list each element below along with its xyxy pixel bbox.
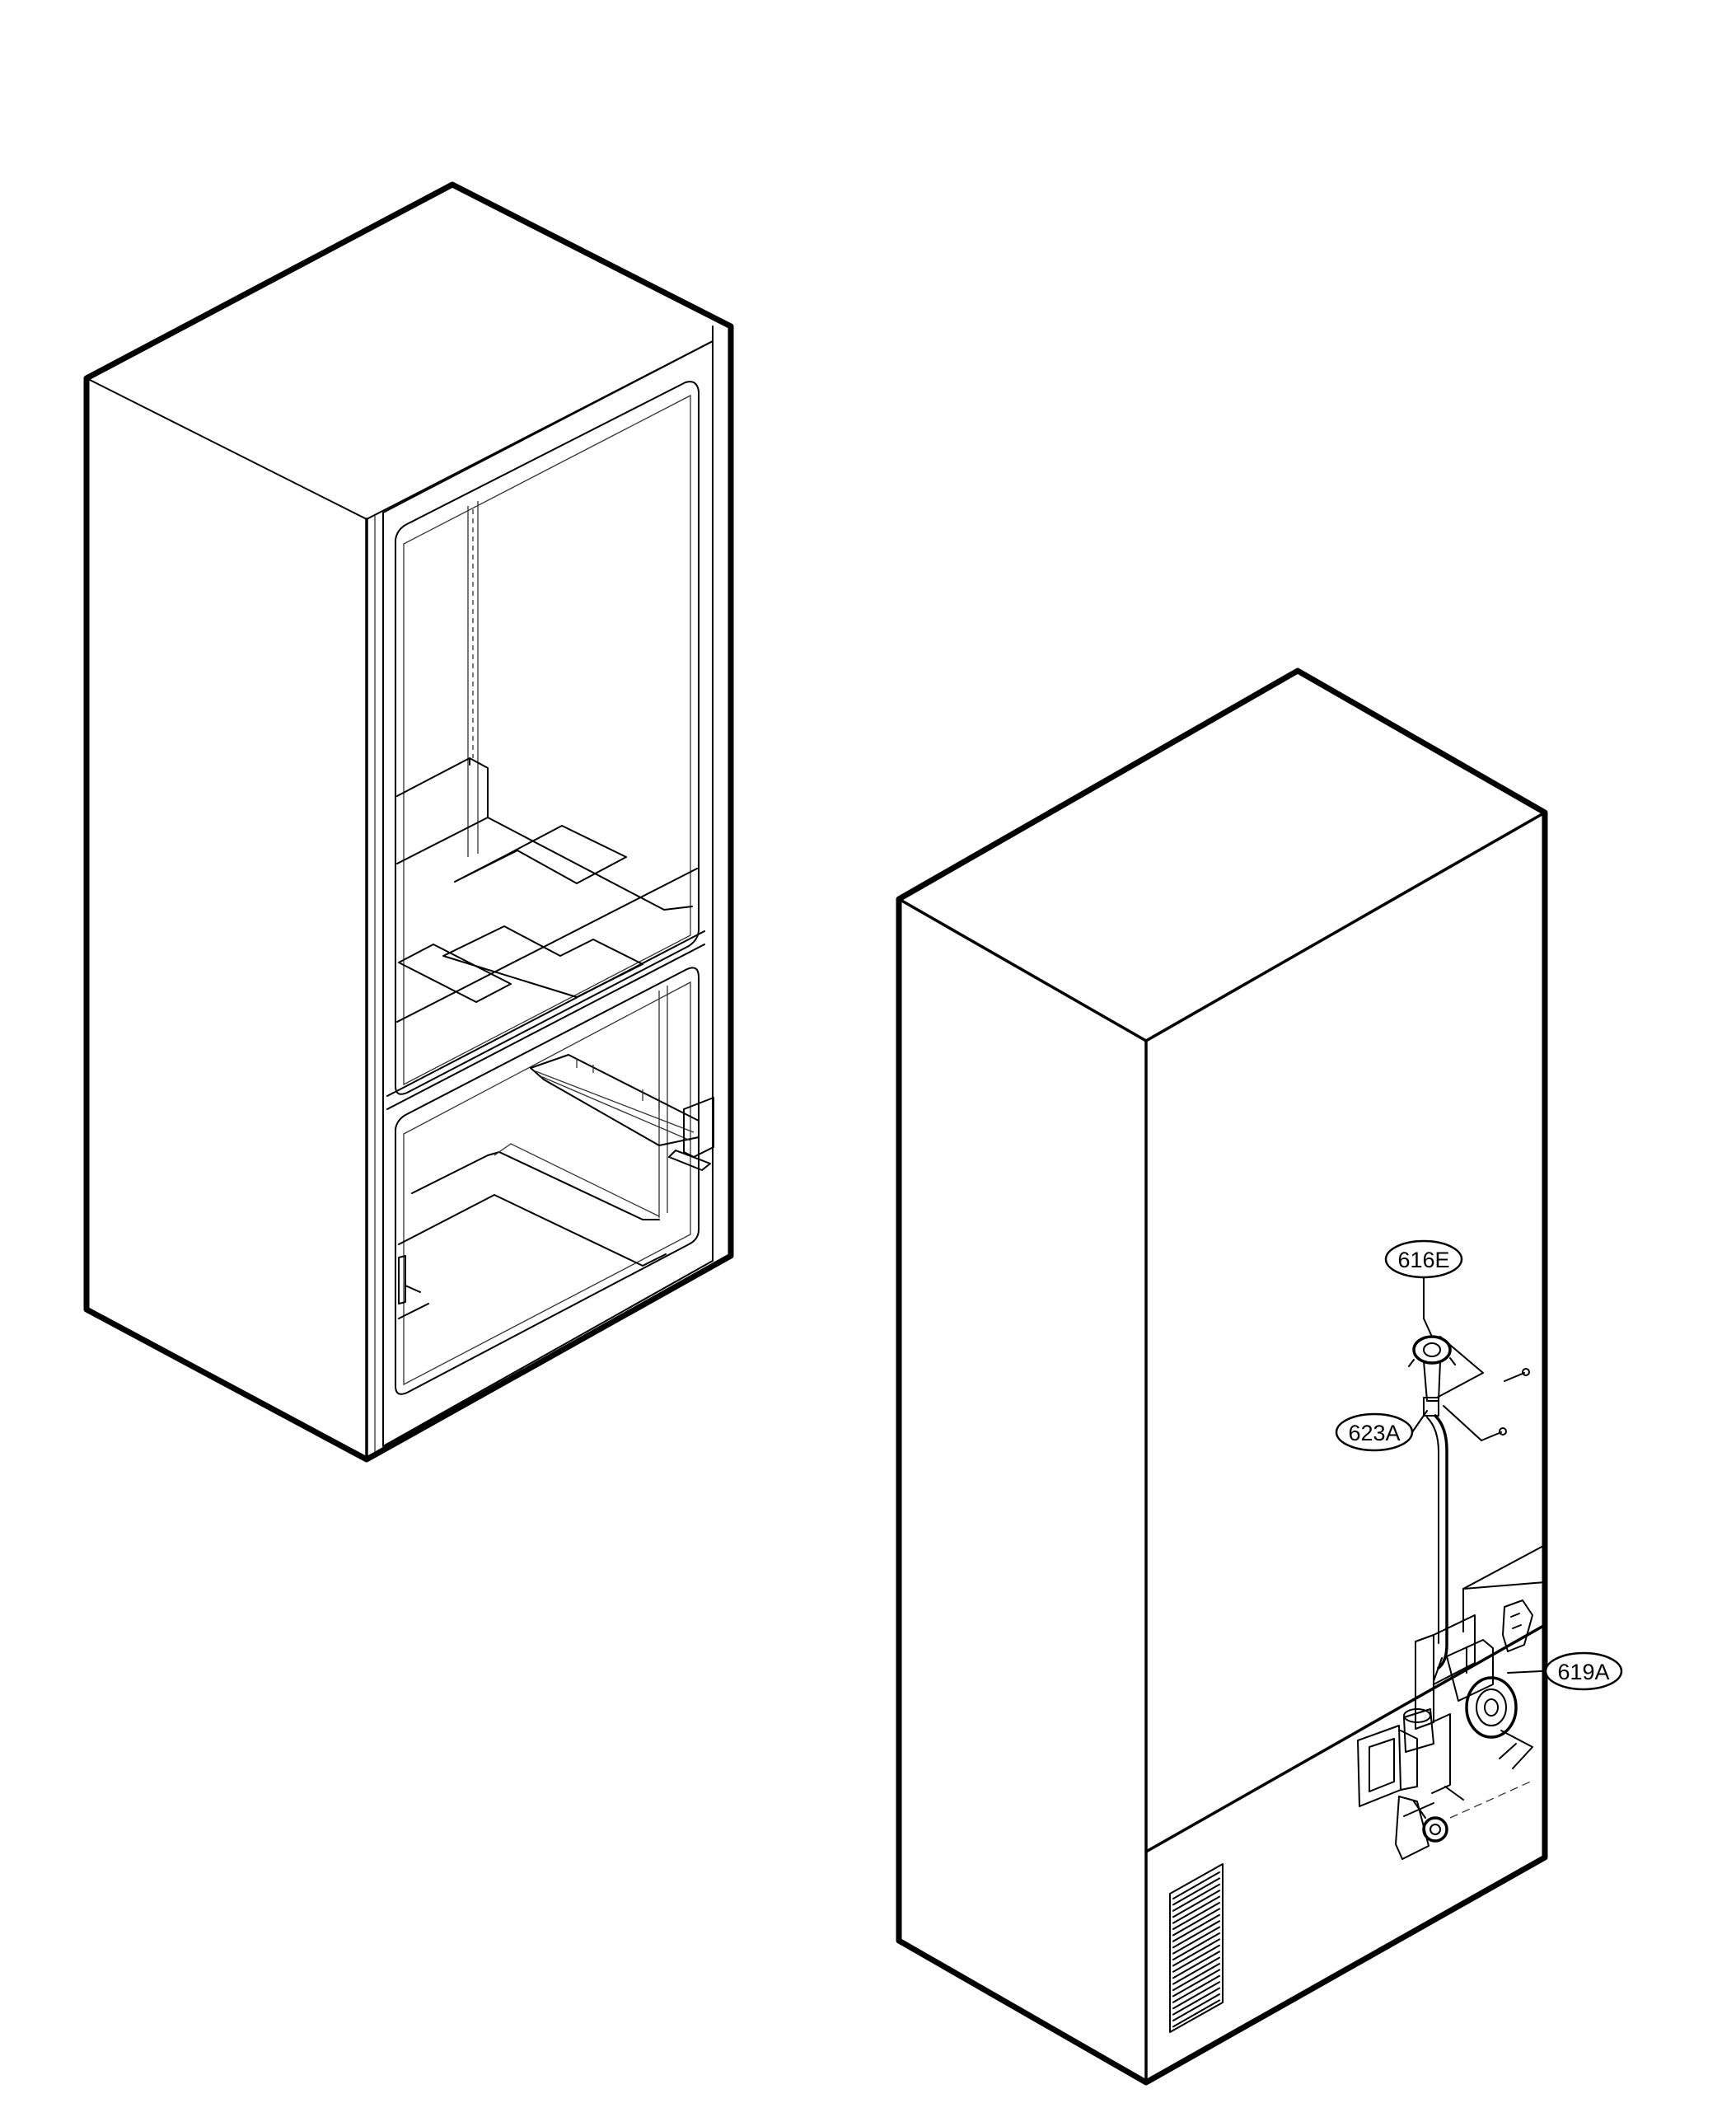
vent-slat	[1172, 1944, 1220, 1973]
callout-623A-text: 623A	[1348, 1421, 1400, 1445]
callout-619A-text: 619A	[1557, 1660, 1609, 1684]
vent-slat	[1172, 1932, 1220, 1960]
compartment-divider	[386, 930, 705, 1110]
fresh-food-floor-panel-1	[454, 825, 627, 884]
leader-623A-screw	[1443, 1405, 1482, 1441]
callout-616E: 616E	[1384, 1239, 1463, 1337]
vent-grille	[1169, 1863, 1224, 2033]
rear-cabinet	[896, 667, 1548, 2086]
vent-grille-slats	[1172, 1871, 1220, 2028]
vent-slat	[1172, 1999, 1220, 2028]
drawer-slide-end	[683, 1097, 714, 1158]
freezer-bin-outline	[398, 1194, 667, 1319]
freezer-opening	[395, 967, 700, 1395]
callout-619A: 619A	[1544, 1651, 1623, 1691]
screw-623A	[1481, 1427, 1507, 1441]
freezer-floor-edge	[494, 1143, 660, 1217]
vent-slat	[1172, 1938, 1220, 1967]
machine-compartment-line	[1144, 1623, 1546, 1853]
drawer-slide-rail-detail	[535, 1058, 695, 1141]
vent-slat	[1172, 1871, 1220, 1899]
front-cabinet-outline	[83, 181, 734, 1463]
leader-616E-bracket	[1436, 1336, 1484, 1398]
fresh-food-inner-lip	[403, 394, 691, 1086]
freezer-bracket	[398, 1255, 421, 1304]
fresh-food-floor-panel-3	[398, 944, 512, 1003]
vent-slat	[1172, 1974, 1220, 2003]
screw-616E	[1504, 1368, 1530, 1382]
fitting-616E	[1408, 1335, 1456, 1417]
vent-slat	[1172, 1895, 1220, 1924]
fresh-food-opening	[395, 381, 700, 1095]
rear-cabinet-outline	[896, 667, 1548, 2086]
front-cabinet-top-edge	[86, 326, 714, 520]
vent-slat	[1172, 1883, 1220, 1912]
vent-slat	[1172, 1920, 1220, 1949]
callout-623A: 623A	[1335, 1410, 1428, 1452]
drawer-slide-lower-rail	[668, 1150, 711, 1171]
leader-619A	[1507, 1670, 1548, 1674]
vent-slat	[1172, 1981, 1220, 2010]
vent-slat	[1172, 1963, 1220, 1991]
vent-slat	[1172, 1926, 1220, 1955]
vent-slat	[1172, 1877, 1220, 1906]
vent-slat	[1172, 1951, 1220, 1979]
valve-assembly-619A	[1357, 1599, 1535, 1860]
water-tube	[1434, 1414, 1448, 1670]
water-tube-inner	[1426, 1417, 1439, 1644]
vent-slat	[1172, 1913, 1220, 1942]
vent-slat	[1172, 1956, 1220, 1985]
vent-slat	[1172, 1902, 1220, 1930]
vent-slat	[1172, 1908, 1220, 1937]
freezer-inner-lip	[403, 981, 691, 1386]
fresh-food-shelf-step	[396, 757, 489, 818]
drawer-slide-rail	[530, 1054, 700, 1146]
front-frame-outer	[382, 340, 714, 1447]
fresh-food-floor-front	[396, 868, 698, 1023]
front-cabinet	[83, 181, 734, 1463]
fresh-food-floor	[396, 817, 693, 911]
callout-616E-text: 616E	[1397, 1248, 1449, 1272]
vent-slat	[1172, 1993, 1220, 2021]
vent-slat	[1172, 1890, 1220, 1918]
vent-slat	[1172, 1987, 1220, 2016]
machine-compartment-cover	[1462, 1544, 1546, 1590]
fresh-food-back-corner	[467, 501, 479, 857]
freezer-floor	[411, 1151, 660, 1220]
vent-slat	[1172, 1969, 1220, 1998]
